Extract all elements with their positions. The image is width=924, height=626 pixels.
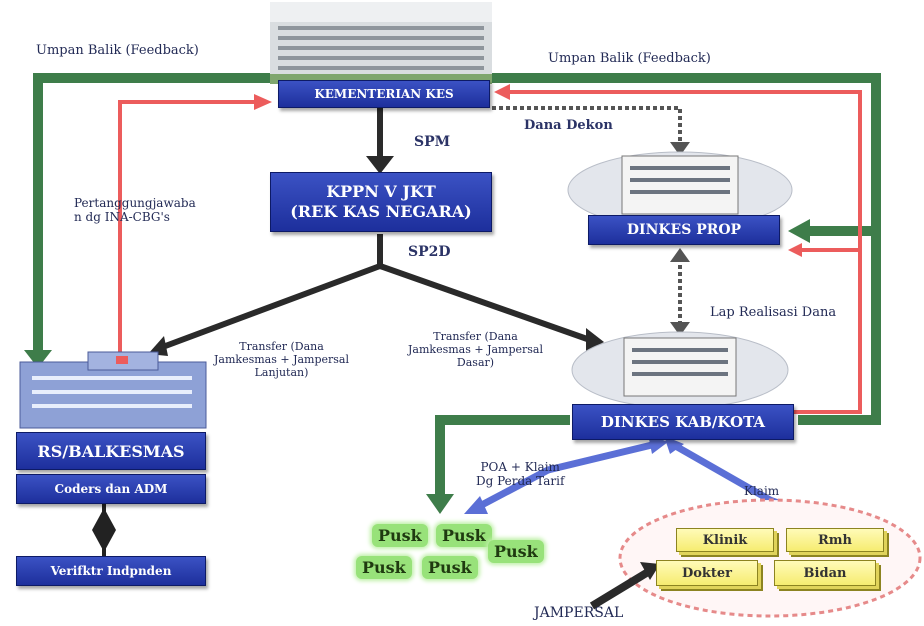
transfer-lanjutan-line-1: Transfer (Dana [239,340,324,353]
kementerian-kes-box: KEMENTERIAN KES [278,80,490,108]
hospital-building-icon [19,351,207,429]
dekon-dashed-arrows [492,106,682,326]
sp2d-label: SP2D [408,244,451,260]
ministry-building-image [270,2,492,84]
poa-klaim-line-2: Dg Perda Tarif [476,474,565,488]
kppn-title: KPPN V JKT [326,182,436,201]
dinkes-kab-kota-box: DINKES KAB/KOTA [572,404,794,440]
coders-adm-box: Coders dan ADM [16,474,206,504]
provider-rmh: Rmh [786,528,884,552]
pertanggungjawaban-line-2: n dg INA-CBG's [74,210,170,224]
dinkes-kab-building-icon [623,337,737,397]
dinkes-prop-box: DINKES PROP [588,215,780,245]
transfer-dasar-line-3: Dasar) [456,356,495,369]
provider-klinik: Klinik [676,528,774,552]
transfer-lanjutan-line-2: Jamkesmas + Jampersal [214,353,349,366]
feedback-arrows [33,73,881,500]
provider-dokter: Dokter [656,560,758,586]
fund-flow-arrows [158,104,591,351]
provider-bidan: Bidan [774,560,876,586]
dinkes-prop-building-icon [621,155,739,215]
feedback-label-right: Umpan Balik (Feedback) [548,51,711,66]
poa-klaim-line-1: POA + Klaim [480,460,560,474]
transfer-dasar-line-2: Jamkesmas + Jampersal [408,343,543,356]
pertanggungjawaban-label: Pertanggungjawaba n dg INA-CBG's [74,196,196,224]
feedback-label-left: Umpan Balik (Feedback) [36,43,199,58]
klaim-label: Klaim [744,484,780,498]
providers-oval [618,498,922,618]
rs-balkesmas-box: RS/BALKESMAS [16,432,206,470]
jampersal-label: JAMPERSAL [534,605,624,621]
pusk-tag: Pusk [488,540,544,563]
pusk-tag: Pusk [356,556,412,579]
transfer-lanjutan-line-3: Lanjutan) [254,366,309,379]
report-arrows [118,90,862,414]
transfer-dasar-line-1: Transfer (Dana [433,330,518,343]
jampersal-arrow [589,562,660,610]
verifikator-box: Verifktr Indpnden [16,556,206,586]
kppn-box: KPPN V JKT (REK KAS NEGARA) [270,172,492,232]
poa-klaim-label: POA + Klaim Dg Perda Tarif [476,460,564,488]
pertanggungjawaban-line-1: Pertanggungjawaba [74,196,196,210]
transfer-dasar-label: Transfer (Dana Jamkesmas + Jampersal Das… [408,330,543,369]
kppn-subtitle: (REK KAS NEGARA) [290,202,472,221]
lap-realisasi-label: Lap Realisasi Dana [710,305,837,320]
pusk-tag: Pusk [422,556,478,579]
spm-label: SPM [414,134,451,150]
pusk-tag: Pusk [372,524,428,547]
transfer-lanjutan-label: Transfer (Dana Jamkesmas + Jampersal Lan… [214,340,349,379]
verifier-diamond-link [92,502,116,556]
dana-dekon-label: Dana Dekon [524,118,613,133]
pusk-tag: Pusk [436,524,492,547]
